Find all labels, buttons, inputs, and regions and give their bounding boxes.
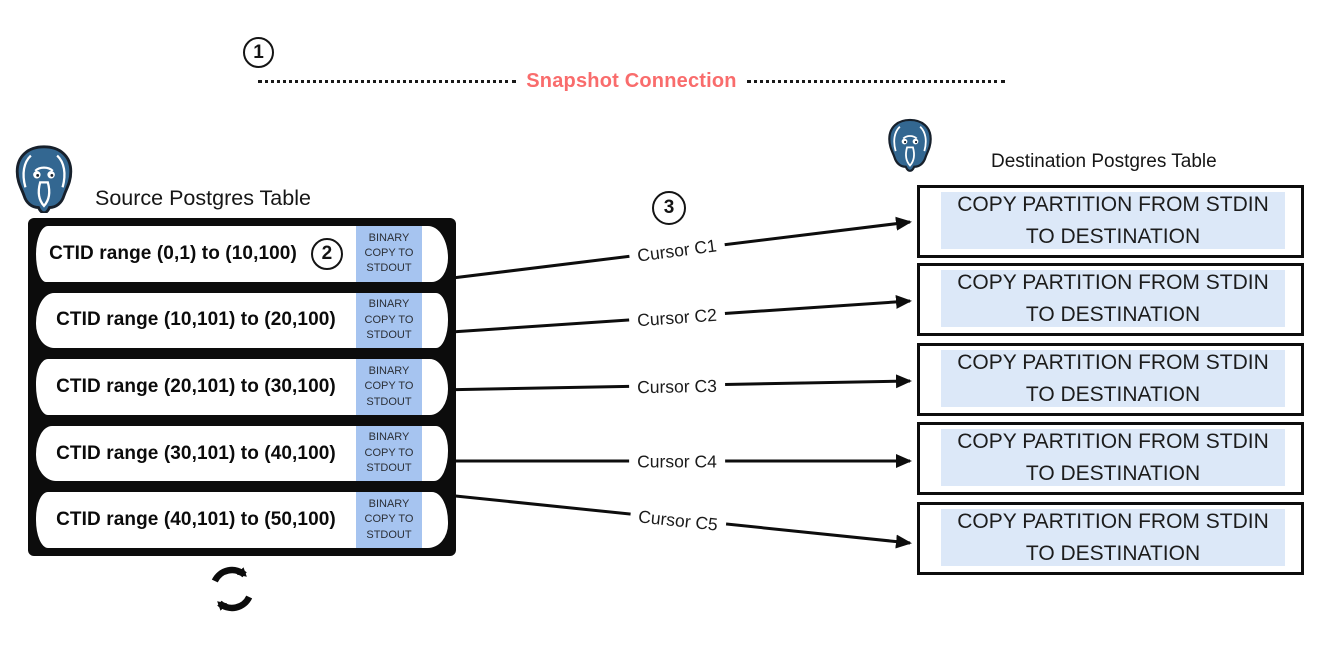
source-row-2: CTID range (10,101) to (20,100) BINARY C… bbox=[34, 290, 450, 351]
source-row-5: CTID range (40,101) to (50,100) BINARY C… bbox=[34, 490, 450, 550]
postgres-logo-icon bbox=[888, 118, 932, 172]
dotted-line-left bbox=[258, 79, 517, 83]
destination-box-3: COPY PARTITION FROM STDIN TO DESTINATION bbox=[917, 343, 1304, 416]
ctid-range-label: CTID range (40,101) to (50,100) bbox=[56, 509, 336, 531]
destination-table-title: Destination Postgres Table bbox=[991, 151, 1217, 172]
postgres-logo-icon bbox=[15, 145, 73, 213]
step-3-badge: 3 bbox=[652, 191, 686, 225]
source-row-3: CTID range (20,101) to (30,100) BINARY C… bbox=[34, 357, 450, 417]
copy-partition-label: COPY PARTITION FROM STDIN TO DESTINATION bbox=[941, 350, 1285, 407]
step-3-number: 3 bbox=[663, 197, 675, 218]
ctid-range-label: CTID range (0,1) to (10,100) bbox=[49, 242, 297, 264]
step-2-number: 2 bbox=[321, 242, 333, 264]
refresh-loop-icon bbox=[211, 566, 253, 612]
cursor-c4-label: Cursor C4 bbox=[629, 450, 725, 474]
destination-box-1: COPY PARTITION FROM STDIN TO DESTINATION bbox=[917, 185, 1304, 258]
destination-box-4: COPY PARTITION FROM STDIN TO DESTINATION bbox=[917, 422, 1304, 495]
ctid-range-label: CTID range (20,101) to (30,100) bbox=[56, 375, 336, 397]
cursor-c2-label: Cursor C2 bbox=[628, 303, 726, 333]
binary-copy-badge: BINARY COPY TO STDOUT bbox=[356, 492, 422, 548]
binary-copy-badge: BINARY COPY TO STDOUT bbox=[356, 225, 422, 282]
snapshot-connection-divider: Snapshot Connection bbox=[258, 66, 1005, 96]
binary-copy-badge: BINARY COPY TO STDOUT bbox=[356, 359, 422, 415]
destination-box-5: COPY PARTITION FROM STDIN TO DESTINATION bbox=[917, 502, 1304, 575]
copy-partition-label: COPY PARTITION FROM STDIN TO DESTINATION bbox=[941, 270, 1285, 327]
destination-box-2: COPY PARTITION FROM STDIN TO DESTINATION bbox=[917, 263, 1304, 336]
cursor-c3-label: Cursor C3 bbox=[628, 374, 726, 400]
source-row-1: CTID range (0,1) to (10,100) 2 BINARY CO… bbox=[34, 224, 450, 284]
copy-partition-label: COPY PARTITION FROM STDIN TO DESTINATION bbox=[941, 429, 1285, 486]
ctid-range-label: CTID range (30,101) to (40,100) bbox=[56, 442, 336, 464]
source-row-4: CTID range (30,101) to (40,100) BINARY C… bbox=[34, 423, 450, 484]
step-1-number: 1 bbox=[253, 41, 264, 63]
cursor-c1-label: Cursor C1 bbox=[628, 233, 726, 269]
copy-partition-label: COPY PARTITION FROM STDIN TO DESTINATION bbox=[941, 192, 1285, 249]
binary-copy-badge: BINARY COPY TO STDOUT bbox=[356, 292, 422, 349]
source-table: CTID range (0,1) to (10,100) 2 BINARY CO… bbox=[28, 218, 456, 556]
step-2-badge: 2 bbox=[310, 237, 343, 270]
source-table-title: Source Postgres Table bbox=[95, 186, 311, 210]
cursor-c5-label: Cursor C5 bbox=[629, 504, 727, 538]
copy-partition-label: COPY PARTITION FROM STDIN TO DESTINATION bbox=[941, 509, 1285, 566]
binary-copy-badge: BINARY COPY TO STDOUT bbox=[356, 425, 422, 482]
ctid-range-label: CTID range (10,101) to (20,100) bbox=[56, 309, 336, 331]
step-1-badge: 1 bbox=[243, 37, 274, 68]
dotted-line-right bbox=[746, 79, 1005, 83]
snapshot-connection-label: Snapshot Connection bbox=[526, 69, 737, 92]
